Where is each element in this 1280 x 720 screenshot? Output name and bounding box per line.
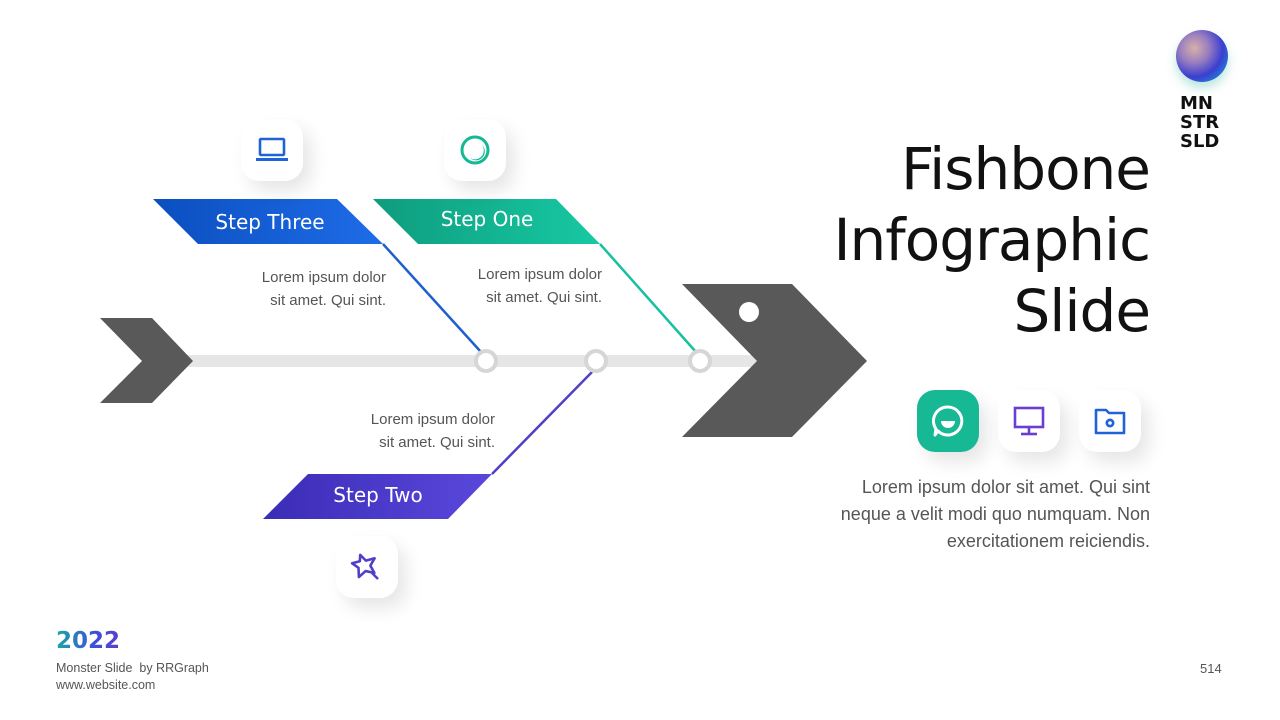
chat-smile-icon bbox=[932, 405, 964, 437]
node-step-two[interactable] bbox=[584, 349, 608, 373]
folder-settings-icon bbox=[1094, 408, 1126, 435]
footer-website[interactable]: www.website.com bbox=[56, 678, 156, 692]
page-number: 514 bbox=[1200, 661, 1222, 676]
step-one-description: Lorem ipsum dolor sit amet. Qui sint. bbox=[477, 266, 602, 306]
slide-body-text: Lorem ipsum dolor sit amet. Qui sint neq… bbox=[840, 477, 1150, 551]
bone-step-three bbox=[382, 243, 482, 353]
laptop-icon bbox=[256, 137, 288, 161]
step-two-label: Step Two bbox=[333, 483, 423, 507]
logo-text: MN STR SLD bbox=[1180, 93, 1220, 152]
banner-step-three[interactable] bbox=[153, 199, 383, 244]
feature-chat-button[interactable] bbox=[917, 390, 979, 452]
step-three-description: Lorem ipsum dolor sit amet. Qui sint. bbox=[261, 269, 386, 309]
node-step-one[interactable] bbox=[688, 349, 712, 373]
bone-step-two bbox=[491, 371, 593, 475]
spine bbox=[180, 355, 760, 367]
bone-step-one bbox=[599, 243, 697, 353]
step-two-description: Lorem ipsum dolor sit amet. Qui sint. bbox=[370, 411, 495, 451]
node-step-three[interactable] bbox=[474, 349, 498, 373]
moon-circle-icon bbox=[460, 135, 490, 165]
head-chevron bbox=[682, 284, 867, 437]
tail-chevron bbox=[100, 318, 193, 403]
fish-eye bbox=[739, 302, 759, 322]
step-two-icon-card[interactable] bbox=[336, 536, 398, 598]
feature-folder-settings-button[interactable] bbox=[1079, 390, 1141, 452]
slide-title: Fishbone Infographic Slide bbox=[833, 135, 1151, 345]
banner-step-two[interactable] bbox=[263, 474, 492, 519]
step-three-label: Step Three bbox=[215, 210, 325, 234]
banner-step-one[interactable] bbox=[373, 199, 600, 244]
magic-star-icon bbox=[350, 553, 379, 580]
step-three-icon-card[interactable] bbox=[241, 119, 303, 181]
feature-monitor-button[interactable] bbox=[998, 390, 1060, 452]
footer-year: 2022 bbox=[56, 628, 121, 654]
step-one-label: Step One bbox=[440, 207, 534, 231]
logo-orb bbox=[1176, 30, 1228, 82]
monitor-icon bbox=[1013, 406, 1045, 436]
footer-credit: Monster Slide by RRGraph bbox=[56, 661, 209, 675]
step-one-icon-card[interactable] bbox=[444, 119, 506, 181]
